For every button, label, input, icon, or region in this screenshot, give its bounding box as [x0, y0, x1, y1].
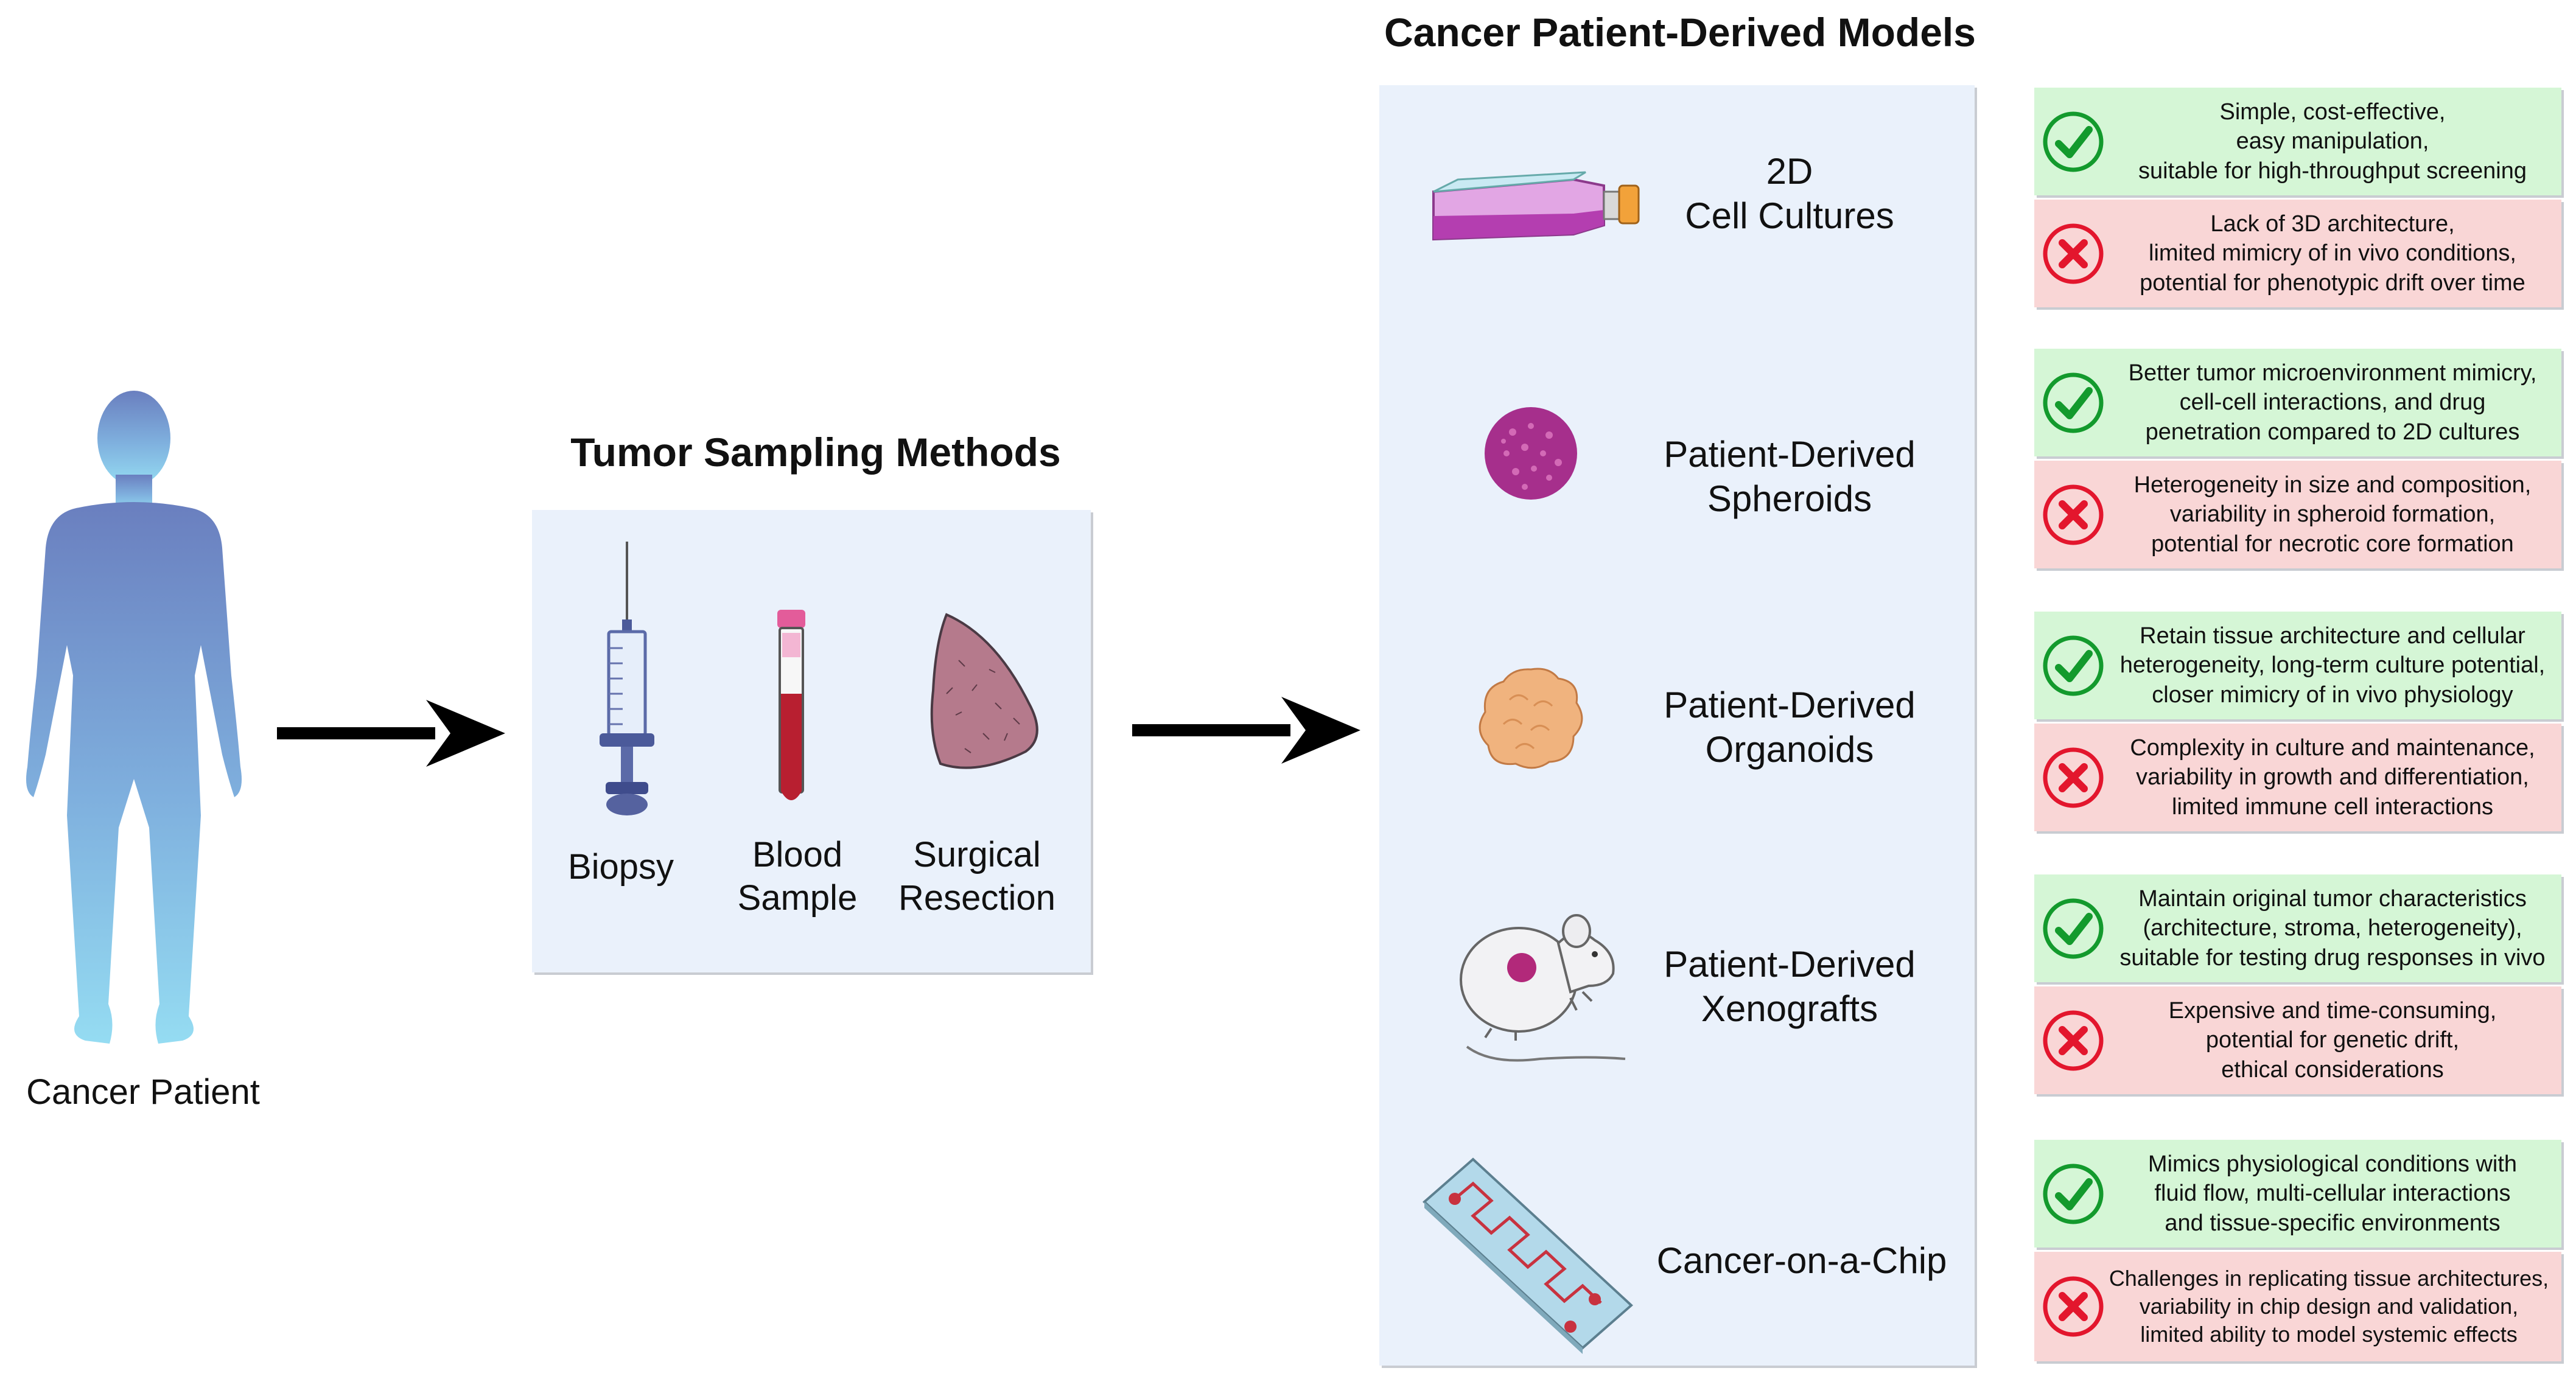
pro-text-2d: Simple, cost-effective, easy manipulatio… — [2138, 99, 2527, 184]
tissue-icon — [930, 613, 1038, 769]
models-panel — [1379, 85, 1975, 1366]
microfluidic-chip-icon — [1423, 1157, 1633, 1354]
cross-icon — [2043, 747, 2104, 808]
blood-tube-icon — [777, 610, 805, 800]
check-icon — [2043, 372, 2104, 433]
con-card-xenografts: Expensive and time-consuming, potential … — [2034, 986, 2561, 1094]
con-text-spheroids: Heterogeneity in size and composition, v… — [2133, 472, 2532, 557]
cross-icon — [2043, 1276, 2104, 1337]
con-text-chip: Challenges in replicating tissue archite… — [2109, 1266, 2549, 1347]
human-silhouette-icon — [26, 391, 242, 1044]
model-name-spheroids: Patient-Derived Spheroids — [1664, 434, 1916, 520]
con-card-2d: Lack of 3D architecture, limited mimicry… — [2034, 200, 2561, 307]
con-card-spheroids: Heterogeneity in size and composition, v… — [2034, 461, 2561, 568]
check-icon — [2043, 898, 2104, 958]
model-name-xenografts: Patient-Derived Xenografts — [1664, 944, 1916, 1030]
spheroid-icon — [1485, 407, 1577, 500]
con-text-organoids: Complexity in culture and maintenance, v… — [2130, 735, 2535, 820]
pro-card-2d: Simple, cost-effective, easy manipulatio… — [2034, 88, 2561, 195]
cross-icon — [2043, 1010, 2104, 1070]
pro-text-chip: Mimics physiological conditions with flu… — [2147, 1151, 2518, 1236]
con-text-xenografts: Expensive and time-consuming, potential … — [2168, 998, 2497, 1083]
pro-card-xenografts: Maintain original tumor characteristics … — [2034, 874, 2561, 982]
method-label-biopsy: Biopsy — [567, 847, 674, 887]
flow-arrow-1 — [277, 700, 505, 767]
con-card-chip: Challenges in replicating tissue archite… — [2034, 1252, 2561, 1361]
pro-card-chip: Mimics physiological conditions with flu… — [2034, 1140, 2561, 1248]
syringe-icon — [600, 542, 654, 815]
check-icon — [2043, 635, 2104, 696]
models-title: Cancer Patient-Derived Models — [1384, 10, 1976, 55]
cross-icon — [2043, 223, 2104, 284]
method-label-blood-sample: Blood Sample — [737, 835, 858, 918]
mouse-icon — [1460, 914, 1626, 1062]
pro-text-spheroids: Better tumor microenvironment mimicry, c… — [2128, 360, 2537, 445]
check-icon — [2043, 111, 2104, 172]
model-name-cancer-on-a-chip: Cancer-on-a-Chip — [1656, 1240, 1947, 1281]
con-card-organoids: Complexity in culture and maintenance, v… — [2034, 724, 2561, 831]
pro-text-organoids: Retain tissue architecture and cellular … — [2119, 623, 2546, 708]
method-label-surgical-resection: Surgical Resection — [898, 835, 1055, 918]
pro-card-organoids: Retain tissue architecture and cellular … — [2034, 612, 2561, 719]
organoid-icon — [1479, 668, 1583, 769]
model-name-organoids: Patient-Derived Organoids — [1664, 685, 1916, 770]
model-name-2d-cell-cultures: 2D Cell Cultures — [1685, 151, 1894, 237]
culture-flask-icon — [1432, 171, 1640, 241]
cross-icon — [2043, 484, 2104, 545]
sampling-title: Tumor Sampling Methods — [570, 430, 1061, 475]
check-icon — [2043, 1164, 2104, 1224]
flow-arrow-2 — [1132, 697, 1360, 764]
patient-figure — [18, 389, 250, 1053]
con-text-2d: Lack of 3D architecture, limited mimicry… — [2140, 211, 2525, 296]
patient-label: Cancer Patient — [26, 1072, 260, 1112]
pro-text-xenografts: Maintain original tumor characteristics … — [2119, 886, 2546, 971]
pro-card-spheroids: Better tumor microenvironment mimicry, c… — [2034, 349, 2561, 456]
